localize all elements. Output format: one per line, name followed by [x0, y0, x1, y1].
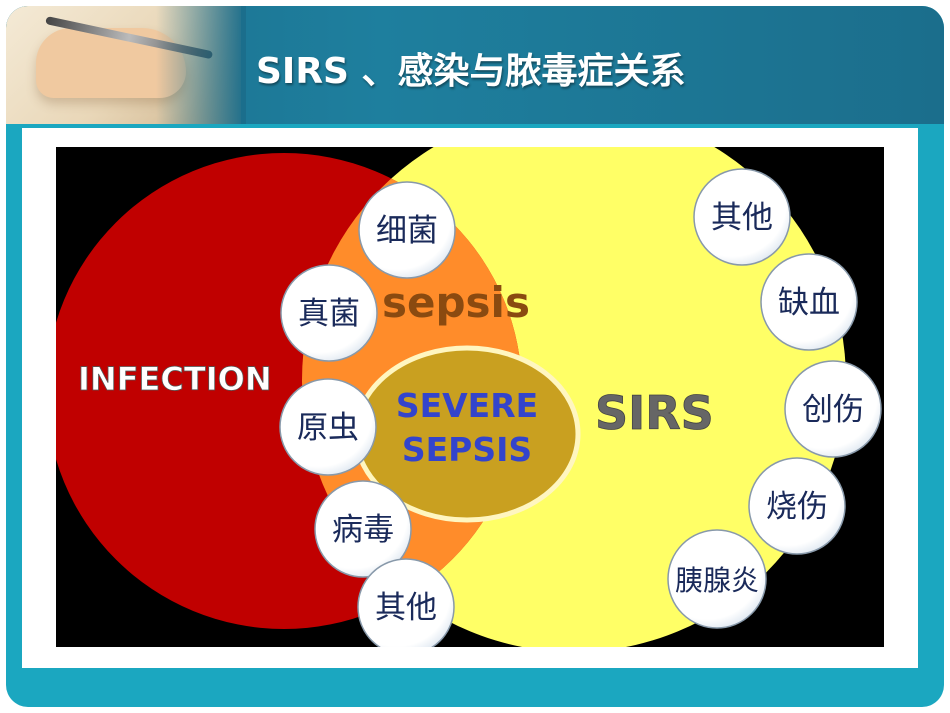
- infection_causes-bubble: [314, 480, 412, 578]
- infection_causes-bubble-label: 病毒: [332, 512, 394, 548]
- sirs_causes-bubble-label: 胰腺炎: [675, 564, 759, 597]
- severe-label-2: SEPSIS: [402, 430, 532, 469]
- sirs_causes-bubble: [667, 529, 767, 629]
- infection_causes-bubble: [279, 378, 377, 476]
- infection_causes-bubble: [358, 181, 456, 279]
- infection-label: INFECTION: [78, 360, 272, 398]
- sirs_causes-bubble-label: 缺血: [778, 285, 840, 321]
- venn-diagram: INFECTION sepsis SEVERE SEPSIS SIRS 细菌真菌…: [56, 147, 884, 647]
- sirs_causes-bubble: [760, 253, 858, 351]
- infection_causes-bubble-label: 原虫: [297, 410, 359, 446]
- slide-header: SIRS 、感染与脓毒症关系: [6, 6, 944, 124]
- sirs_causes-bubble-label: 其他: [711, 200, 773, 236]
- sirs_causes-bubble: [693, 168, 791, 266]
- infection_causes-bubble-label: 细菌: [376, 213, 438, 249]
- sirs_causes-bubble: [784, 360, 882, 458]
- sirs_causes-bubble: [748, 457, 846, 555]
- infection_causes-bubble: [357, 558, 455, 647]
- slide-title: SIRS 、感染与脓毒症关系: [256, 51, 686, 92]
- sirs_causes-bubble-label: 创伤: [802, 392, 864, 428]
- sepsis-label: sepsis: [382, 278, 530, 327]
- sirs-label: SIRS: [595, 386, 714, 440]
- infection_causes-bubble: [280, 264, 378, 362]
- sirs_causes-bubble-label: 烧伤: [766, 489, 828, 525]
- infection_causes-bubble-label: 其他: [375, 590, 437, 626]
- header-photo: [6, 6, 246, 124]
- infection_causes-bubble-label: 真菌: [298, 296, 360, 332]
- severe-label-1: SEVERE: [396, 386, 538, 425]
